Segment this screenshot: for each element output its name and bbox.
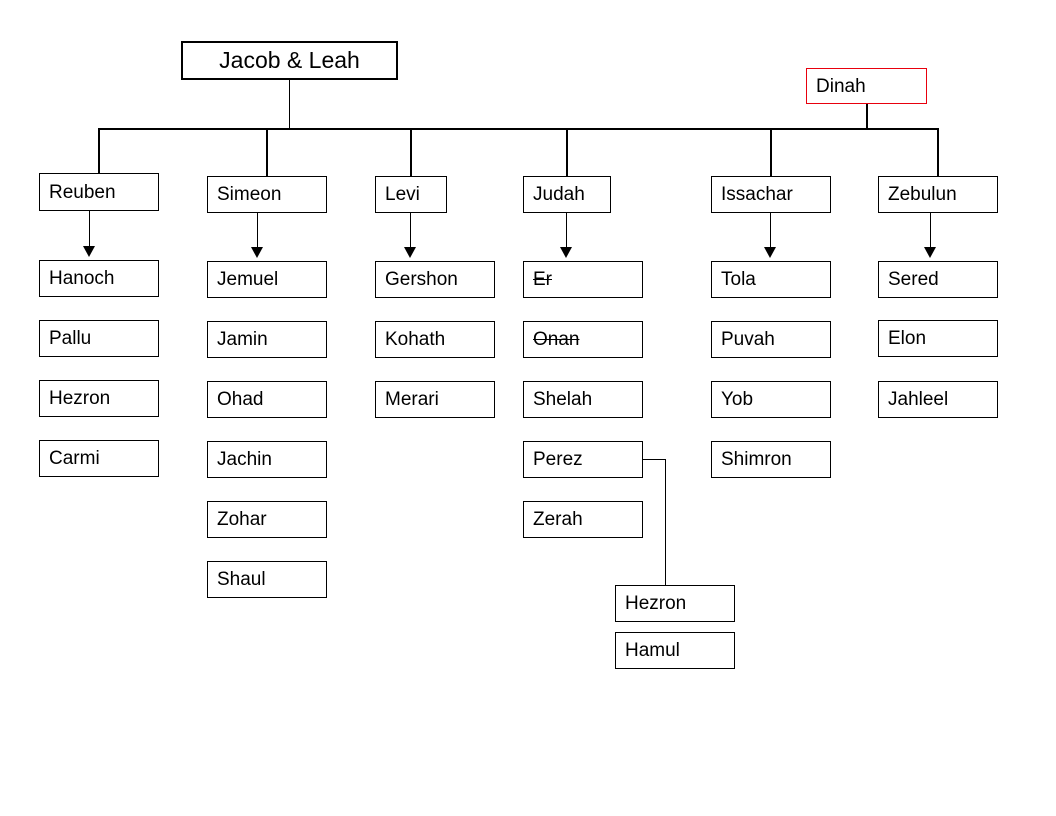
node-label: Dinah xyxy=(816,75,866,97)
node-jachin[interactable]: Jachin xyxy=(207,441,327,478)
edge-sibling-bus xyxy=(98,128,939,130)
node-label: Ohad xyxy=(217,389,264,410)
arrow-simeon-to-jemuel xyxy=(251,247,263,258)
node-label: Merari xyxy=(385,389,439,410)
node-label: Sered xyxy=(888,269,939,290)
node-gershon[interactable]: Gershon xyxy=(375,261,495,298)
node-label: Tola xyxy=(721,269,756,290)
arrow-issachar-to-tola xyxy=(764,247,776,258)
node-label: Zohar xyxy=(217,509,267,530)
node-label: Pallu xyxy=(49,328,92,349)
edge-issachar-to-children xyxy=(770,213,771,249)
node-tribe-issachar[interactable]: Issachar xyxy=(711,176,831,213)
node-shaul[interactable]: Shaul xyxy=(207,561,327,598)
node-zerah[interactable]: Zerah xyxy=(523,501,643,538)
edge-drop-levi xyxy=(410,128,412,176)
node-er[interactable]: Er xyxy=(523,261,643,298)
node-tribe-simeon[interactable]: Simeon xyxy=(207,176,327,213)
node-label: Issachar xyxy=(721,184,793,205)
node-zohar[interactable]: Zohar xyxy=(207,501,327,538)
node-tribe-judah[interactable]: Judah xyxy=(523,176,611,213)
node-hezron-reuben[interactable]: Hezron xyxy=(39,380,159,417)
node-pallu[interactable]: Pallu xyxy=(39,320,159,357)
node-kohath[interactable]: Kohath xyxy=(375,321,495,358)
node-elon[interactable]: Elon xyxy=(878,320,998,357)
node-label: Jamin xyxy=(217,329,268,350)
node-label: Er xyxy=(533,269,552,290)
node-label: Reuben xyxy=(49,181,116,203)
node-label: Puvah xyxy=(721,329,775,350)
node-label: Carmi xyxy=(49,448,100,469)
node-sered[interactable]: Sered xyxy=(878,261,998,298)
arrow-levi-to-gershon xyxy=(404,247,416,258)
node-label: Shaul xyxy=(217,569,266,590)
node-jahleel[interactable]: Jahleel xyxy=(878,381,998,418)
edge-drop-reuben xyxy=(98,128,100,173)
node-tola[interactable]: Tola xyxy=(711,261,831,298)
node-hezron-perez[interactable]: Hezron xyxy=(615,585,735,622)
node-label: Levi xyxy=(385,184,420,205)
node-label: Onan xyxy=(533,329,580,350)
node-tribe-reuben[interactable]: Reuben xyxy=(39,173,159,211)
edge-perez-elbow-horizontal xyxy=(643,459,666,460)
node-label: Hezron xyxy=(625,593,687,614)
node-dinah[interactable]: Dinah xyxy=(806,68,927,104)
node-label: Yob xyxy=(721,389,754,410)
edge-reuben-to-children xyxy=(89,211,90,249)
edge-zebulun-to-children xyxy=(930,213,931,249)
edge-levi-to-children xyxy=(410,213,411,249)
edge-drop-simeon xyxy=(266,128,268,176)
node-yob[interactable]: Yob xyxy=(711,381,831,418)
node-tribe-zebulun[interactable]: Zebulun xyxy=(878,176,998,213)
node-jamin[interactable]: Jamin xyxy=(207,321,327,358)
node-label: Zerah xyxy=(533,509,583,530)
node-label: Simeon xyxy=(217,184,282,205)
node-tribe-levi[interactable]: Levi xyxy=(375,176,447,213)
node-label: Zebulun xyxy=(888,184,957,205)
node-label: Jacob & Leah xyxy=(219,47,360,73)
edge-drop-judah xyxy=(566,128,568,176)
node-label: Elon xyxy=(888,328,927,349)
node-label: Kohath xyxy=(385,329,446,350)
node-label: Shelah xyxy=(533,389,593,410)
node-merari[interactable]: Merari xyxy=(375,381,495,418)
node-label: Gershon xyxy=(385,269,458,290)
node-label: Judah xyxy=(533,184,585,205)
node-puvah[interactable]: Puvah xyxy=(711,321,831,358)
edge-perez-elbow-vertical xyxy=(665,459,666,585)
node-hamul[interactable]: Hamul xyxy=(615,632,735,669)
edge-dinah-stem xyxy=(866,104,868,129)
node-label: Perez xyxy=(533,449,583,470)
node-shimron[interactable]: Shimron xyxy=(711,441,831,478)
node-label: Jachin xyxy=(217,449,272,470)
node-label: Jahleel xyxy=(888,389,949,410)
node-label: Shimron xyxy=(721,449,792,470)
arrow-zebulun-to-sered xyxy=(924,247,936,258)
node-shelah[interactable]: Shelah xyxy=(523,381,643,418)
node-ohad[interactable]: Ohad xyxy=(207,381,327,418)
node-label: Jemuel xyxy=(217,269,279,290)
node-jemuel[interactable]: Jemuel xyxy=(207,261,327,298)
node-perez[interactable]: Perez xyxy=(523,441,643,478)
edge-judah-to-children xyxy=(566,213,567,249)
node-hanoch[interactable]: Hanoch xyxy=(39,260,159,297)
edge-drop-issachar xyxy=(770,128,772,176)
node-label: Hanoch xyxy=(49,268,115,289)
node-root-jacob-and-leah[interactable]: Jacob & Leah xyxy=(181,41,398,80)
node-carmi[interactable]: Carmi xyxy=(39,440,159,477)
edge-root-stem xyxy=(289,80,290,129)
arrow-judah-to-er xyxy=(560,247,572,258)
node-onan[interactable]: Onan xyxy=(523,321,643,358)
edge-simeon-to-children xyxy=(257,213,258,249)
node-label: Hamul xyxy=(625,640,680,661)
edge-drop-zebulun xyxy=(937,128,939,176)
arrow-reuben-to-hanoch xyxy=(83,246,95,257)
node-label: Hezron xyxy=(49,388,111,409)
